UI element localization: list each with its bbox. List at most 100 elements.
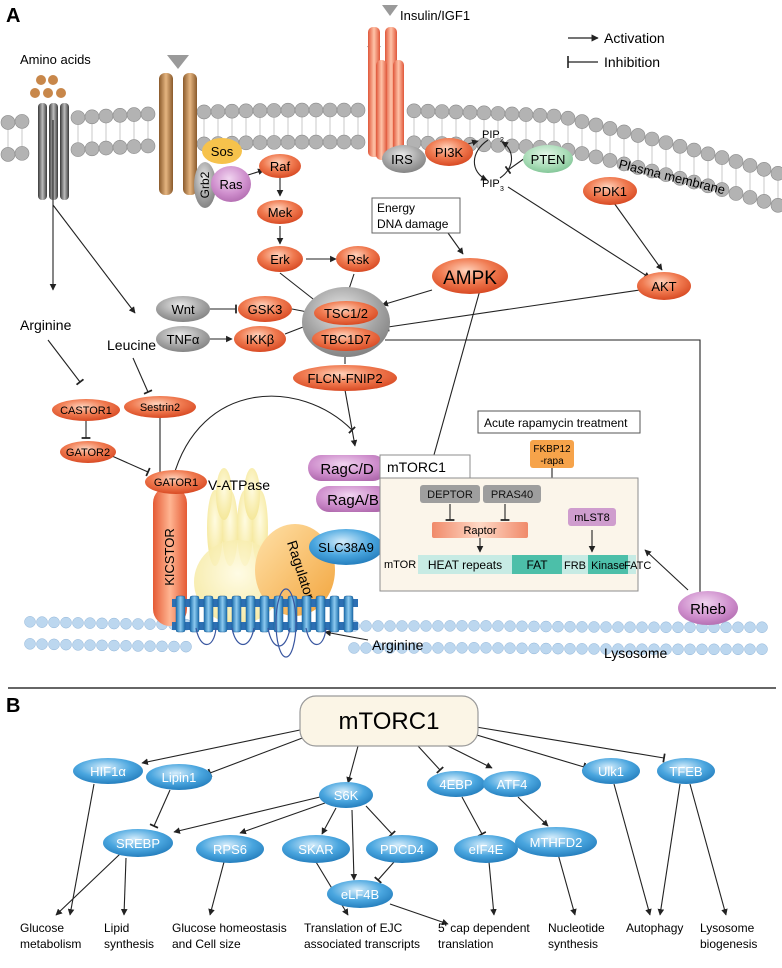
outcome-homeostasis-line1: Glucose homeostasis (172, 921, 287, 935)
slc38a9-label: SLC38A9 (318, 540, 374, 555)
outcome-glucose-line2: metabolism (20, 937, 81, 951)
rheb-label: Rheb (690, 601, 726, 618)
flcn-node (293, 365, 397, 391)
channel-loops (195, 627, 327, 647)
sos-node (202, 138, 242, 164)
gator1-node (145, 470, 207, 494)
frb-label: FRB (564, 560, 586, 572)
ragcd-node (308, 455, 386, 481)
acute-rapamycin-label: Acute rapamycin treatment (484, 416, 628, 430)
flcn-label: FLCN-FNIP2 (307, 371, 382, 386)
heat-repeats-domain (418, 555, 512, 574)
energy-box (371, 197, 461, 234)
raf-label: Raf (270, 159, 291, 174)
srebp-node (103, 829, 173, 857)
outcome-ejc-line1: Translation of EJC (304, 921, 403, 935)
amino-acid-dot (48, 75, 58, 85)
mlst8-label: mLST8 (574, 512, 609, 524)
outcome-nucleotide-line2: synthesis (548, 937, 598, 951)
arginine-lysosome-label: Arginine (372, 637, 424, 653)
outcome-cap-line1: 5' cap dependent (438, 921, 530, 935)
pip2-sub: 2 (500, 137, 504, 144)
insulin-receptor (367, 5, 404, 160)
ampk-label: AMPK (443, 268, 497, 289)
growth-factor-receptor (159, 55, 197, 195)
eif4e-node (454, 835, 518, 863)
sestrin2-label: Sestrin2 (140, 402, 180, 414)
mek-node (257, 200, 303, 224)
sos-label: Sos (211, 144, 234, 159)
tbc1d7-node (312, 327, 380, 351)
energy-label: Energy (377, 201, 415, 215)
ikk-label: IKKβ (246, 332, 274, 347)
panel-b-label: B (6, 695, 20, 717)
outcome-lysosome-line2: biogenesis (700, 937, 757, 951)
tsc12-label: TSC1/2 (324, 306, 368, 321)
insulin-triangle-icon (382, 5, 398, 16)
raf-node (259, 154, 301, 178)
outcome-lipid-line2: synthesis (104, 937, 154, 951)
ras-label: Ras (219, 177, 243, 192)
outcome-homeostasis-line2: and Cell size (172, 937, 241, 951)
rps6-node (196, 835, 264, 863)
mek-label: Mek (268, 205, 293, 220)
fkbp-rapa-label: -rapa (540, 456, 564, 467)
frb-domain (562, 555, 588, 574)
s6k-label: S6K (334, 788, 359, 803)
kicstor-node (153, 486, 187, 626)
kinase-domain (588, 555, 628, 574)
4ebp-label: 4EBP (439, 777, 472, 792)
wnt-node (156, 296, 210, 322)
pip3-sub: 3 (500, 186, 504, 193)
outcome-cap-line2: translation (438, 937, 493, 951)
ragcd-label: RagC/D (320, 461, 374, 478)
pi3k-node (425, 138, 473, 166)
dna-damage-label: DNA damage (377, 217, 449, 231)
pras40-label: PRAS40 (491, 489, 533, 501)
irs-label: IRS (391, 152, 413, 167)
ras-node (211, 166, 251, 202)
castor1-label: CASTOR1 (60, 405, 112, 417)
pdcd4-node (366, 835, 438, 863)
rsk-node (336, 246, 380, 272)
outcome-nucleotide-line1: Nucleotide (548, 921, 605, 935)
leucine-label: Leucine (107, 337, 156, 353)
gsk3-node (238, 296, 292, 322)
arginine-label: Arginine (20, 317, 72, 333)
irs-node (382, 145, 426, 173)
arginine-pore (275, 588, 297, 658)
panel-b-nodes: mTORC1 HIF1α Lipin1 S6K 4EBP ATF4 Ulk1 T… (20, 695, 757, 951)
ragab-node (316, 486, 390, 512)
atf4-node (483, 771, 541, 797)
fatc-label: FATC (624, 560, 651, 572)
insulin-igf1-label: Insulin/IGF1 (400, 8, 470, 23)
pip3-label: PIP (482, 178, 500, 190)
raptor-node (432, 522, 528, 538)
legend-inhibition: Inhibition (604, 54, 660, 70)
deptor-label: DEPTOR (427, 489, 473, 501)
hif1a-label: HIF1α (90, 764, 126, 779)
kicstor-label: KICSTOR (162, 528, 177, 586)
ragab-label: RagA/B (327, 492, 379, 509)
mtorc1-center-node (299, 695, 479, 747)
panel-b-connectors (55, 726, 728, 926)
wnt-label: Wnt (171, 302, 195, 317)
pdcd4-label: PDCD4 (380, 842, 424, 857)
elf4b-label: eLF4B (341, 887, 379, 902)
deptor-node (420, 485, 480, 503)
lipin1-label: Lipin1 (162, 770, 197, 785)
amino-acid-dot (36, 75, 46, 85)
tbc1d7-label: TBC1D7 (321, 332, 371, 347)
pras40-node (483, 485, 541, 503)
v-atpase-label: V-ATPase (208, 477, 270, 493)
erk-label: Erk (270, 252, 290, 267)
gator2-node (60, 441, 116, 463)
elf4b-node (327, 880, 393, 908)
mlst8-node (568, 508, 616, 526)
tfeb-node (657, 758, 715, 784)
lysosome-label: Lysosome (604, 645, 668, 661)
mthfd2-label: MTHFD2 (530, 835, 583, 850)
amino-acids-label: Amino acids (20, 52, 91, 67)
ulk1-node (582, 758, 640, 784)
legend: Activation Inhibition (567, 30, 665, 70)
